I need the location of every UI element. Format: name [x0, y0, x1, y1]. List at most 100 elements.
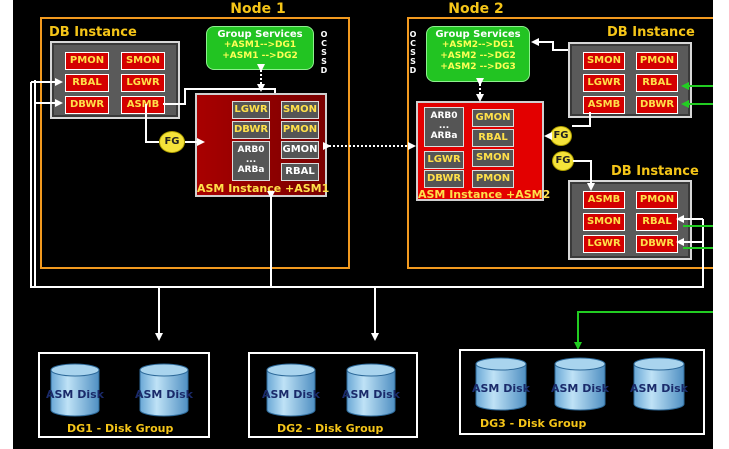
- arb-line: ARBa: [430, 131, 458, 141]
- fg1-link: [145, 104, 159, 143]
- storage-bus-link: [30, 82, 704, 288]
- disk-cylinder-body: [139, 369, 189, 417]
- node-1-db-instance-title: DB Instance: [49, 25, 137, 40]
- process-asmb: ASMB: [583, 191, 625, 209]
- node-2-db-instance-1-title: DB Instance: [607, 25, 695, 40]
- process-lgwr: LGWR: [583, 235, 625, 253]
- process-rbal: RBAL: [636, 74, 678, 92]
- asm-instance-label: ASM Instance +ASM2: [418, 188, 551, 201]
- disk-cylinder-top: [554, 357, 606, 371]
- disk-group-dg2: [248, 352, 418, 438]
- db2-asmb-link: [572, 112, 591, 127]
- node-2-group-services: Group Services +ASM2-->DG1 +ASM2 -->DG2 …: [426, 26, 530, 82]
- asm-process-rbal: RBAL: [281, 163, 319, 181]
- ocssd-letter: S: [321, 48, 327, 57]
- node-2-db-instance-2-title: DB Instance: [611, 164, 699, 179]
- disk-cylinder-top: [346, 363, 396, 377]
- asm-disk-label: ASM Disk: [262, 388, 321, 401]
- process-smon: SMON: [121, 52, 165, 70]
- asm-process-dbwr: DBWR: [232, 121, 270, 139]
- ocssd-letter: S: [410, 48, 416, 57]
- process-smon: SMON: [583, 213, 625, 231]
- disk-group-label: DG1 - Disk Group: [67, 422, 174, 435]
- ocssd-letter: O: [320, 30, 328, 39]
- node-1-asm-instance: LGWR SMON DBWR PMON ARB0 ... ARBa GMON R…: [195, 93, 330, 197]
- asm-disk-label: ASM Disk: [630, 382, 689, 395]
- disk-cylinder-body: [266, 369, 316, 417]
- disk-cylinder-body: [50, 369, 100, 417]
- node-2-asm-instance: ARB0 ... ARBa GMON RBAL LGWR SMON DBWR P…: [416, 101, 551, 201]
- group-services-line: +ASM2 -->DG3: [440, 62, 516, 72]
- disk-group-label: DG2 - Disk Group: [277, 422, 384, 435]
- process-rbal: RBAL: [65, 74, 109, 92]
- node-2-title: Node 2: [448, 1, 504, 17]
- asm-disk-label: ASM Disk: [472, 382, 531, 395]
- asm-disk-label: ASM Disk: [46, 388, 105, 401]
- arb-line: ARBa: [237, 165, 265, 175]
- db3-asmb-link: [573, 160, 595, 191]
- asm-instance-label: ASM Instance +ASM1: [197, 182, 330, 195]
- disk-cylinder-group: [50, 357, 685, 417]
- asm-process-lgwr: LGWR: [424, 151, 464, 169]
- group-services-title: Group Services: [435, 29, 521, 40]
- process-pmon: PMON: [636, 191, 678, 209]
- disk-cylinder-top: [50, 363, 100, 377]
- ocssd-letter: C: [321, 39, 327, 48]
- group-services-line: +ASM2 -->DG2: [440, 51, 516, 61]
- node-1-group-services: Group Services +ASM1-->DG1 +ASM1 -->DG2: [206, 26, 314, 70]
- ocssd-letter: S: [410, 57, 416, 66]
- white-links: [30, 38, 704, 341]
- disk-cylinder-top: [266, 363, 316, 377]
- process-asmb: ASMB: [121, 96, 165, 114]
- asm-process-smon: SMON: [281, 101, 319, 119]
- dg3-green-bus-link: [574, 311, 713, 350]
- ocssd-letter: D: [409, 66, 417, 75]
- process-dbwr: DBWR: [636, 235, 678, 253]
- node-2-db-instance-2: ASMB PMON SMON RBAL LGWR DBWR: [568, 180, 692, 260]
- asmb-to-asm1-link: [163, 88, 276, 105]
- node-1-fg-bubble: FG: [159, 131, 185, 153]
- asm-arb-box: ARB0 ... ARBa: [424, 107, 464, 147]
- disk-cylinder-body: [633, 363, 685, 411]
- disk-group-dg1: [38, 352, 210, 438]
- node-1-title: Node 1: [230, 1, 286, 17]
- node-2-ocssd-label: O C S S D: [409, 30, 417, 75]
- arb-line: ARB0: [430, 111, 458, 121]
- asm-disk-label: ASM Disk: [342, 388, 401, 401]
- asm-process-lgwr: LGWR: [232, 101, 270, 119]
- connector-lines: [30, 38, 713, 350]
- process-pmon: PMON: [65, 52, 109, 70]
- asm-process-dbwr: DBWR: [424, 170, 464, 188]
- asm-process-gmon: GMON: [472, 109, 514, 127]
- group-services-title: Group Services: [217, 29, 303, 40]
- node-1-db-instance: PMON SMON RBAL LGWR DBWR ASMB: [50, 41, 180, 119]
- disk-cylinder-body: [475, 363, 527, 411]
- asm-process-pmon: PMON: [472, 170, 514, 188]
- process-lgwr: LGWR: [583, 74, 625, 92]
- architecture-diagram: Node 1 DB Instance PMON SMON RBAL LGWR D…: [13, 0, 713, 449]
- process-asmb: ASMB: [583, 96, 625, 114]
- ocssd-letter: S: [321, 57, 327, 66]
- ocssd-letter: C: [410, 39, 416, 48]
- node-1-ocssd-label: O C S S D: [320, 30, 328, 75]
- asm-process-pmon: PMON: [281, 121, 319, 139]
- green-links: [574, 82, 713, 350]
- disk-group-label: DG3 - Disk Group: [480, 417, 587, 430]
- asm-arb-box: ARB0 ... ARBa: [232, 141, 270, 181]
- db2-to-gs2-link: [531, 38, 568, 51]
- asm-disk-label: ASM Disk: [135, 388, 194, 401]
- arb-line: ...: [245, 155, 257, 165]
- disk-cylinders: ASM Disk ASM Disk ASM Disk ASM Disk ASM …: [46, 357, 689, 417]
- group-services-line: +ASM1 -->DG2: [222, 51, 298, 61]
- ocssd-letter: D: [320, 66, 328, 75]
- asm-disk-label: ASM Disk: [551, 382, 610, 395]
- disk-cylinder-top: [475, 357, 527, 371]
- disk-group-dg3: [459, 349, 705, 435]
- arb-line: ARB0: [237, 145, 265, 155]
- group-services-line: +ASM1-->DG1: [223, 40, 297, 50]
- group-services-line: +ASM2-->DG1: [441, 40, 515, 50]
- asm-process-gmon: GMON: [281, 141, 319, 159]
- asm-process-smon: SMON: [472, 149, 514, 167]
- disk-cylinder-top: [633, 357, 685, 371]
- process-smon: SMON: [583, 52, 625, 70]
